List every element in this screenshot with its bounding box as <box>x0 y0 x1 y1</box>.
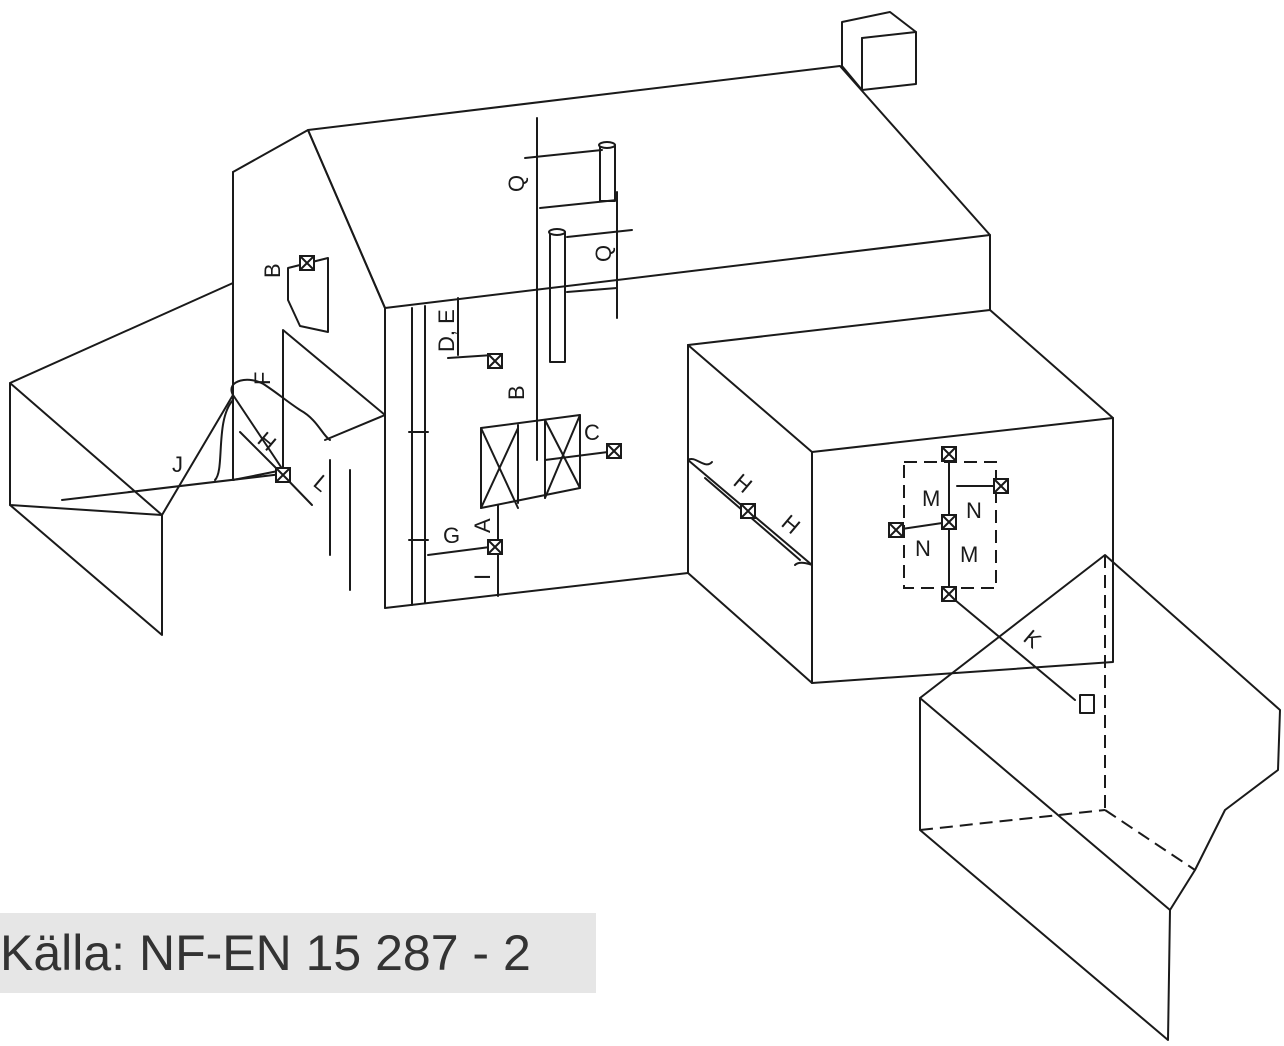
main-house <box>214 11 991 609</box>
terminal-icon <box>740 503 756 519</box>
label-m-lower: M <box>960 542 978 567</box>
dimension-lines <box>61 117 1076 701</box>
label-q-upper: Q <box>504 175 529 192</box>
terminal-icon <box>993 478 1009 494</box>
label-j: J <box>172 452 183 477</box>
label-d-e: D, E <box>434 309 459 352</box>
terminal-icon <box>606 443 622 459</box>
terminal-icon <box>487 353 503 369</box>
label-g: G <box>443 523 460 548</box>
label-b-wall: B <box>504 385 529 400</box>
terminal-markers <box>275 255 1009 602</box>
right-neighbour-building <box>919 554 1281 1041</box>
terminal-icon <box>299 255 315 271</box>
centre-box-building <box>687 309 1114 684</box>
label-n-lower: N <box>915 536 931 561</box>
source-caption: Källa: NF-EN 15 287 - 2 <box>0 913 596 993</box>
terminal-icon <box>941 586 957 602</box>
terminal-icon <box>941 514 957 530</box>
label-h-centre-upper: H <box>729 469 757 498</box>
terminal-icon <box>888 522 904 538</box>
terminal-icon <box>487 539 503 555</box>
label-n-upper: N <box>966 498 982 523</box>
label-m-upper: M <box>922 486 940 511</box>
label-i: I <box>470 574 495 580</box>
label-h-centre-lower: H <box>777 510 805 539</box>
label-k: K <box>1019 625 1047 654</box>
left-neighbour-building <box>9 282 234 636</box>
label-q-lower: Q <box>591 245 616 262</box>
label-a: A <box>470 518 495 533</box>
label-c: C <box>584 420 600 445</box>
label-f: F <box>250 372 275 385</box>
terminal-icon <box>941 446 957 462</box>
label-b-gable: B <box>260 263 285 278</box>
terminal-icon <box>275 467 291 483</box>
